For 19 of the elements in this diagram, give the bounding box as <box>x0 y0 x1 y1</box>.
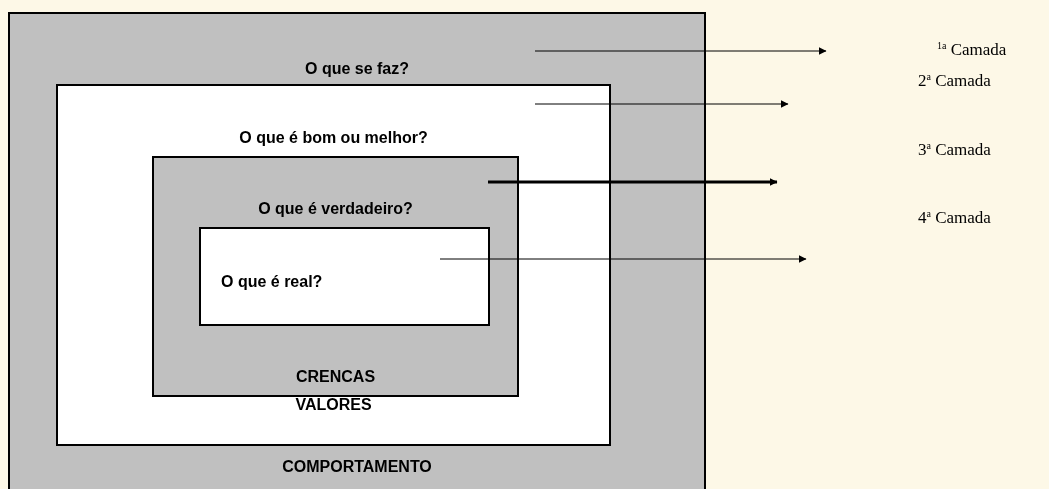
layer-box <box>199 227 490 326</box>
layer-name: 3$^{a}$ Camada <box>918 140 991 160</box>
layer-name: 2$^{a}$ Camada <box>918 71 991 91</box>
layer-label: O que é verdadeiro? <box>258 199 413 219</box>
layer-label: CRENCAS <box>295 367 376 387</box>
layer-label: VALORES <box>295 395 372 415</box>
arrow <box>534 100 789 108</box>
layer-box <box>8 12 706 489</box>
layer-label: COMPORTAMENTO <box>282 457 432 477</box>
layer-label: O que é bom ou melhor? <box>239 128 428 148</box>
arrow <box>534 47 827 55</box>
layer-name: $^{1a}$ Camada <box>937 40 1007 60</box>
layer-box <box>152 156 519 397</box>
layer-box <box>56 84 611 446</box>
layer-name: 4$^{a}$ Camada <box>918 208 991 228</box>
layer-label: O que se faz? <box>305 59 409 79</box>
arrow <box>439 255 807 263</box>
layer-label: O que é real? <box>221 272 323 292</box>
arrow <box>488 178 778 186</box>
